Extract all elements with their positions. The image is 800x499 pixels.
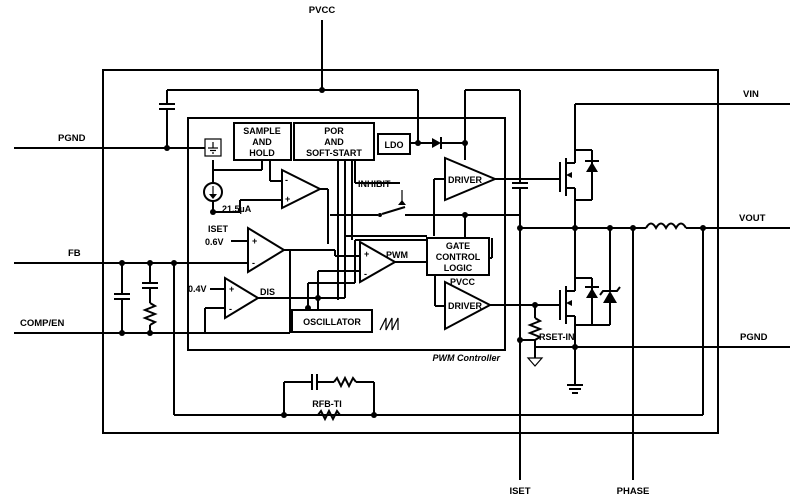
current-source-label: 21.5µA — [222, 204, 252, 214]
ref-0-4v-label: 0.4V — [188, 284, 207, 294]
svg-text:+: + — [252, 236, 257, 246]
gate-logic-wires — [434, 215, 493, 306]
sample-hold-line-1: SAMPLE — [243, 126, 281, 136]
gate-control-logic-block — [426, 237, 490, 276]
power-ground-icon — [567, 384, 583, 394]
pvcc-driver-label: PVCC — [450, 277, 476, 287]
bootstrap-capacitor — [512, 182, 528, 231]
svg-text:+: + — [285, 194, 290, 204]
high-side-mosfet — [559, 149, 599, 228]
dis-label: DIS — [260, 287, 275, 297]
sample-and-hold-block — [233, 122, 292, 161]
pwm-controller-label: PWM Controller — [433, 353, 501, 363]
svg-text:-: - — [364, 269, 367, 279]
comp-en-wire — [14, 330, 205, 336]
sample-hold-amplifier: - + — [213, 160, 329, 244]
gate-line-2: CONTROL — [436, 252, 481, 262]
comp-rc-network — [142, 263, 158, 333]
rset-ground-icon — [526, 352, 544, 367]
por-soft-start-block — [293, 122, 375, 161]
package-outline — [102, 69, 719, 434]
svg-text:-: - — [285, 175, 288, 185]
pin-comp-en: COMP/EN — [20, 318, 64, 329]
inhibit-switch — [330, 160, 520, 218]
gate-line-3: LOGIC — [444, 263, 473, 273]
boot-line — [464, 89, 521, 183]
pgnd-right-wire — [535, 344, 790, 385]
svg-text:+: + — [229, 284, 234, 294]
oscillator-label: OSCILLATOR — [303, 317, 361, 327]
ground-icon — [204, 138, 222, 157]
bootstrap-diode — [418, 137, 468, 149]
rfb-ti-label: RFB-TI — [312, 399, 342, 409]
pwm-controller-outline — [187, 117, 506, 351]
comp-capacitor — [114, 263, 130, 333]
low-side-driver — [435, 280, 560, 331]
error-amplifier: + - — [174, 226, 335, 274]
current-source-icon — [203, 160, 263, 215]
sample-hold-line-2: AND — [252, 137, 272, 147]
ref-0-6v-label: 0.6V — [205, 237, 224, 247]
por-line-2: AND — [324, 137, 344, 147]
por-line-1: POR — [324, 126, 344, 136]
pin-pvcc-top: PVCC — [309, 5, 336, 16]
pin-fb: FB — [68, 248, 81, 259]
inhibit-label: INHIBIT — [358, 179, 391, 189]
svg-text:-: - — [252, 258, 255, 268]
driver-high-label: DRIVER — [448, 175, 483, 185]
pwm-comparator: + - — [317, 240, 427, 313]
pvcc-rail — [167, 20, 421, 146]
pvcc-decoupling-capacitor — [159, 90, 175, 151]
sawtooth-icon — [379, 317, 399, 331]
low-side-mosfet — [559, 268, 599, 347]
svg-text:-: - — [229, 304, 232, 314]
switch-node-wires — [520, 225, 646, 480]
pin-vout: VOUT — [739, 213, 766, 224]
pwm-label: PWM — [386, 250, 408, 260]
pin-iset: ISET — [509, 486, 530, 497]
internal-compensation-wires — [205, 160, 427, 334]
gate-line-1: GATE — [446, 241, 470, 251]
output-inductor — [645, 222, 790, 415]
sample-hold-line-3: HOLD — [249, 148, 275, 158]
feedback-loop — [173, 263, 703, 416]
disable-comparator: + - — [204, 276, 345, 333]
driver-low-label: DRIVER — [448, 301, 483, 311]
por-line-3: SOFT-START — [306, 148, 362, 158]
svg-text:+: + — [364, 249, 369, 259]
pin-pgnd-right: PGND — [740, 332, 768, 343]
oscillator-block — [291, 309, 373, 333]
rfb-ti-network — [281, 374, 377, 422]
ldo-label: LDO — [385, 140, 404, 150]
vin-rail — [574, 103, 790, 150]
pin-phase: PHASE — [617, 486, 650, 497]
pin-vin: VIN — [743, 89, 759, 100]
rset-in-label: RSET-IN — [539, 332, 575, 342]
high-side-driver — [433, 156, 560, 236]
rset-in-resistor — [517, 228, 543, 480]
fb-wire — [14, 260, 177, 266]
schottky-diode — [592, 285, 621, 326]
pin-pgnd-left: PGND — [58, 133, 86, 144]
iset-internal-label: ISET — [208, 224, 229, 234]
